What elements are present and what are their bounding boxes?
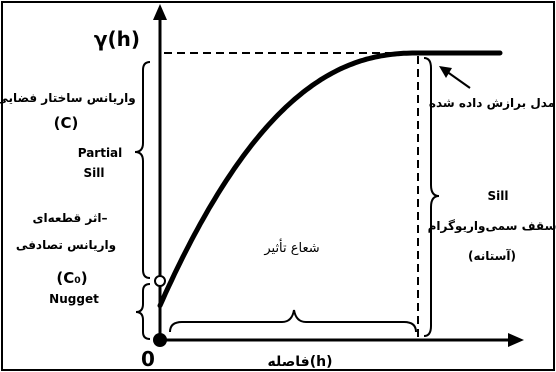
partial-sill-label-line2: Sill	[84, 166, 105, 180]
y-axis-label: γ(h)	[94, 27, 140, 51]
c-label: (C)	[54, 114, 79, 132]
origin-point	[153, 333, 167, 347]
threshold-label: (آستانه)	[468, 248, 516, 263]
sill-brace	[423, 57, 440, 337]
nugget-fa-label-line1: اثر قطعه‌ای–	[33, 211, 108, 225]
sill-fa-label: سقف سمی‌واریوگرام	[428, 219, 556, 234]
fitted-model-label: مدل برازش داده شده	[429, 96, 555, 110]
y-axis-arrowhead	[153, 4, 167, 20]
nugget-point	[154, 275, 166, 287]
c0-label: (C₀)	[56, 269, 87, 287]
nugget-fa-label-line2: واریانس تصادفی	[16, 238, 116, 253]
model-pointer-line	[445, 70, 471, 89]
x-axis-label: فاصله(h)	[268, 354, 333, 370]
partial-sill-brace	[134, 61, 151, 279]
model-pointer-arrowhead	[439, 66, 452, 78]
sill-en-label: Sill	[488, 189, 509, 203]
range-brace	[169, 309, 417, 333]
range-label: شعاع تأثیر	[263, 238, 319, 256]
model-curve	[157, 50, 503, 309]
nugget-label: Nugget	[49, 292, 99, 306]
x-axis-arrowhead	[508, 333, 524, 347]
spatial-variance-label: واریانس ساختار فضایی	[0, 91, 136, 106]
partial-sill-label-line1: Partial	[78, 146, 123, 160]
origin-label: 0	[141, 347, 155, 371]
nugget-brace	[135, 283, 151, 340]
